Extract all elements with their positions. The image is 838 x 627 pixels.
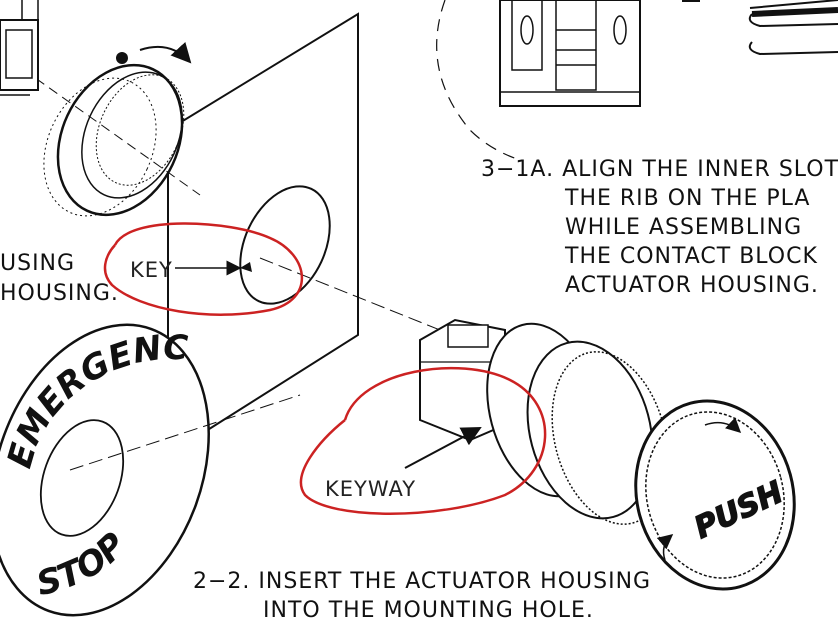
key-callout: KEY — [130, 258, 173, 282]
svg-text:INTO THE MOUNTING HOLE.: INTO THE MOUNTING HOLE. — [263, 598, 594, 623]
svg-text:THE RIB ON THE PLA: THE RIB ON THE PLA — [564, 186, 810, 211]
actuator-housing: PUSH — [419, 318, 796, 591]
twist-arrow-icon — [656, 534, 674, 561]
keyway-annotation: KEYWAY — [299, 366, 547, 515]
detail-circle — [436, 0, 521, 161]
step-left-partial-text: USING HOUSING. — [0, 251, 119, 306]
rotate-arrow-icon — [139, 41, 192, 64]
key-notch — [240, 262, 252, 272]
locking-ring — [9, 41, 201, 217]
push-button-cap — [634, 399, 796, 591]
svg-text:WHILE ASSEMBLING: WHILE ASSEMBLING — [565, 215, 802, 240]
step-2-2-text: 2−2. INSERT THE ACTUATOR HOUSING INTO TH… — [193, 569, 651, 623]
contact-block-detail — [436, 0, 838, 161]
twist-arrow-icon — [704, 417, 742, 434]
svg-text:THE CONTACT BLOCK: THE CONTACT BLOCK — [564, 244, 818, 269]
actuator-body-partial — [0, 0, 39, 96]
mounting-hole — [239, 185, 331, 305]
svg-text:USING: USING — [0, 251, 75, 276]
step-3-1a-text: 3−1A. ALIGN THE INNER SLOT THE RIB ON TH… — [481, 157, 838, 298]
ring-index-dot — [116, 52, 128, 64]
keyway-callout: KEYWAY — [325, 477, 416, 501]
key-annotation: KEY — [103, 222, 304, 316]
svg-text:3−1A. ALIGN THE INNER SLOT: 3−1A. ALIGN THE INNER SLOT — [481, 157, 838, 182]
svg-text:2−2. INSERT THE ACTUATOR HOUSI: 2−2. INSERT THE ACTUATOR HOUSING — [193, 569, 651, 594]
svg-text:HOUSING.: HOUSING. — [0, 281, 119, 306]
keyway-pointer-arrow — [404, 427, 482, 469]
center-axis — [259, 257, 471, 343]
svg-text:ACTUATOR HOUSING.: ACTUATOR HOUSING. — [565, 273, 819, 298]
